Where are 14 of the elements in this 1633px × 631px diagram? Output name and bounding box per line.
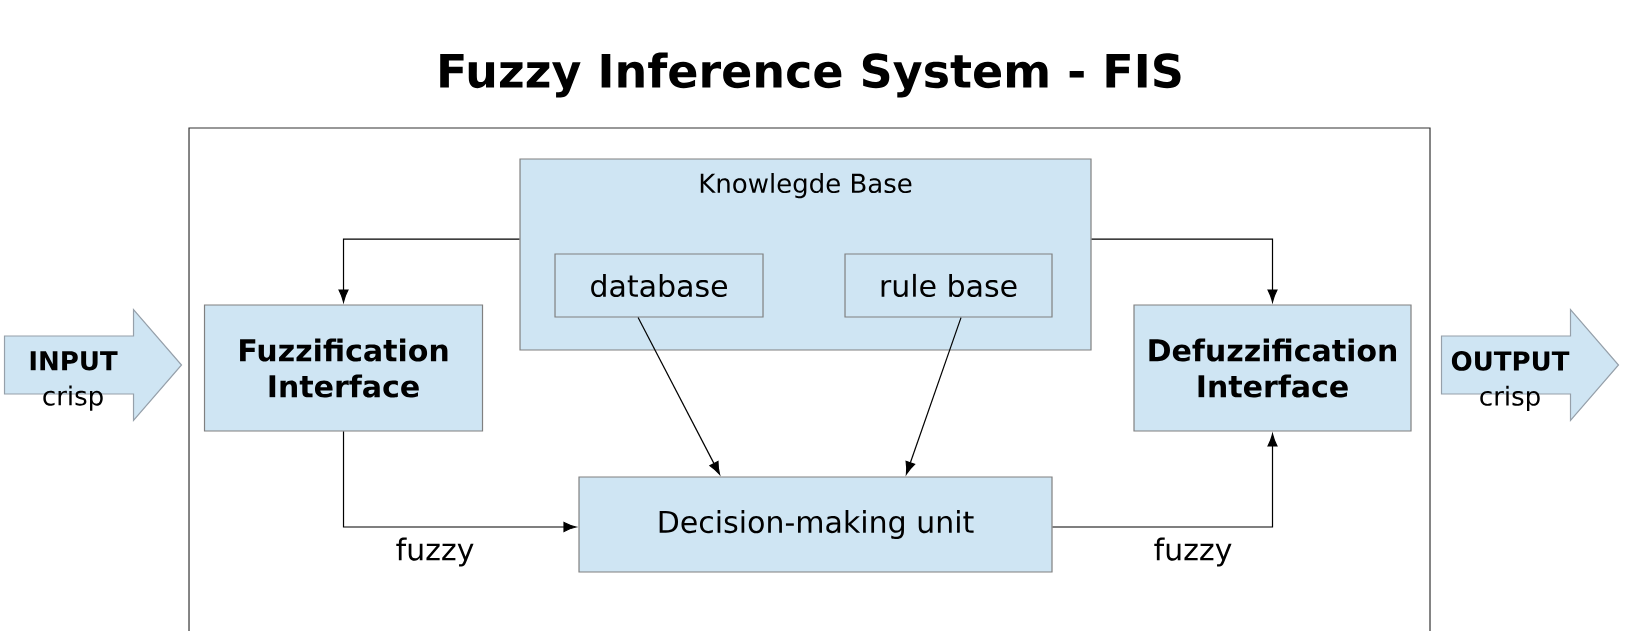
arrow bbox=[1052, 433, 1278, 528]
title: Fuzzy Inference System - FIS bbox=[440, 52, 1181, 98]
arrow bbox=[905, 317, 962, 475]
interface-box: Defuzzification Interface bbox=[1133, 304, 1412, 432]
arrow bbox=[338, 238, 520, 303]
edge-label: fuzzy bbox=[393, 535, 477, 569]
arrow bbox=[1091, 238, 1278, 303]
component-box: database bbox=[554, 253, 764, 318]
component-box: rule base bbox=[844, 253, 1053, 318]
interface-box: Fuzzification Interface bbox=[203, 304, 484, 432]
arrow bbox=[342, 431, 577, 533]
decision-box: Decision-making unit bbox=[578, 476, 1053, 573]
edge-label: fuzzy bbox=[1151, 535, 1235, 569]
arrow bbox=[637, 317, 721, 475]
